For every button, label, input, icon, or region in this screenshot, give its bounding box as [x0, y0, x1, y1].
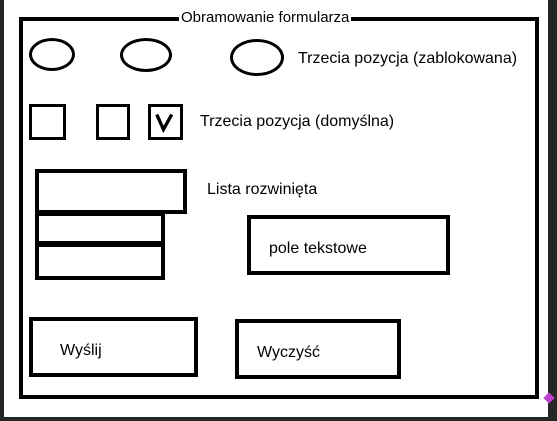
radio-option-2[interactable]	[120, 38, 172, 72]
checkbox-option-2[interactable]	[96, 104, 130, 140]
text-field-label: pole tekstowe	[269, 240, 367, 257]
checkbox-option-3-checked[interactable]	[148, 104, 183, 140]
submit-button-label: Wyślij	[60, 342, 102, 359]
radio-option-1[interactable]	[29, 38, 75, 71]
radio-option-3-label: Trzecia pozycja (zablokowana)	[298, 50, 518, 67]
reset-button-label: Wyczyść	[257, 344, 320, 361]
list-option-1[interactable]	[35, 212, 165, 245]
sketch-canvas: Obramowanie formularza Trzecia pozycja (…	[4, 0, 548, 417]
list-option-2[interactable]	[35, 243, 165, 280]
reset-button[interactable]	[235, 319, 401, 379]
checkbox-option-1[interactable]	[29, 104, 66, 140]
list-selected-item[interactable]	[35, 169, 187, 214]
submit-button[interactable]	[29, 317, 198, 377]
fieldset-legend: Obramowanie formularza	[179, 9, 352, 26]
text-field[interactable]	[247, 215, 450, 275]
checkbox-option-3-label: Trzecia pozycja (domyślna)	[200, 113, 395, 130]
checkmark-icon	[155, 113, 174, 134]
list-label: Lista rozwinięta	[207, 181, 318, 198]
radio-option-3-disabled[interactable]	[230, 39, 284, 76]
